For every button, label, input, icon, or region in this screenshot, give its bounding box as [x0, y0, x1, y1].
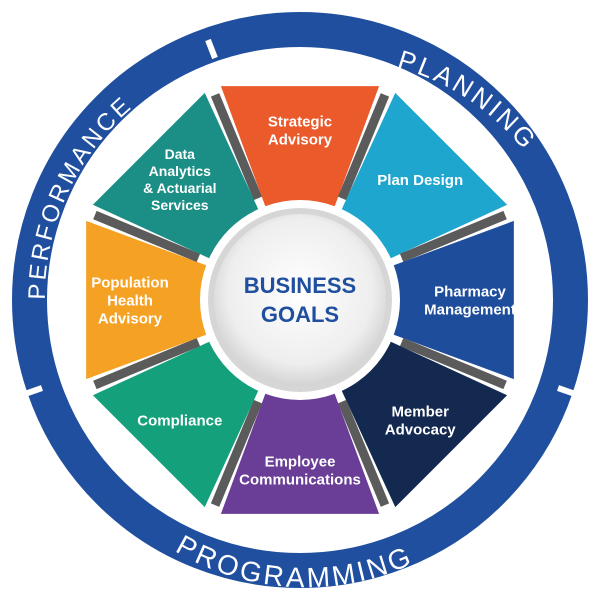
- ring-band: [13, 13, 587, 587]
- segment-label-line: Advisory: [98, 310, 163, 327]
- segment-plan-design: [341, 92, 508, 259]
- segment-population-health-advisory: [86, 220, 207, 380]
- segment-label-line: & Actuarial: [143, 180, 216, 196]
- segment-label-line: Communications: [239, 471, 361, 488]
- segment-separator: [93, 210, 201, 263]
- segment-label-line: Plan Design: [377, 172, 463, 189]
- segment-pharmacy-management: [393, 220, 514, 380]
- center-title-line2: GOALS: [261, 302, 339, 327]
- segment-separator: [399, 210, 507, 263]
- segment-strategic-advisory: [220, 86, 380, 207]
- segment-label-compliance: Compliance: [137, 412, 222, 429]
- segment-label-line: Analytics: [149, 163, 211, 179]
- center-hub: BUSINESS GOALS: [208, 208, 392, 392]
- segment-label-line: Management: [424, 301, 516, 318]
- segment-label-line: Employee: [265, 453, 336, 470]
- ring-divider: [21, 385, 43, 398]
- center-circle: [214, 214, 386, 386]
- segment-label-line: Member: [391, 403, 449, 420]
- segment-label-line: Strategic: [268, 113, 332, 130]
- segment-label-line: Pharmacy: [434, 283, 506, 300]
- segment-separator: [210, 93, 263, 201]
- segment-separator: [93, 337, 201, 390]
- segment-label-line: Data: [165, 146, 196, 162]
- ring-divider: [557, 385, 579, 398]
- ring-outline: [12, 12, 588, 588]
- segment-separator: [337, 399, 390, 507]
- segment-label-line: Services: [151, 197, 209, 213]
- segment-label-line: Population: [91, 274, 169, 291]
- segment-separator: [399, 337, 507, 390]
- segment-member-advocacy: [341, 341, 508, 508]
- segment-separator: [337, 93, 390, 201]
- segment-data-analytics: [92, 92, 259, 259]
- segment-compliance: [92, 341, 259, 508]
- segment-label-line: Advocacy: [385, 421, 457, 438]
- segment-label-line: Compliance: [137, 412, 222, 429]
- segment-label-line: Health: [107, 292, 153, 309]
- ring-divider: [205, 38, 218, 60]
- segment-label-line: Advisory: [268, 131, 333, 148]
- segment-employee-communications: [220, 393, 380, 514]
- center-title-line1: BUSINESS: [244, 273, 356, 298]
- segment-separator: [210, 399, 263, 507]
- segment-label-plan-design: Plan Design: [377, 172, 463, 189]
